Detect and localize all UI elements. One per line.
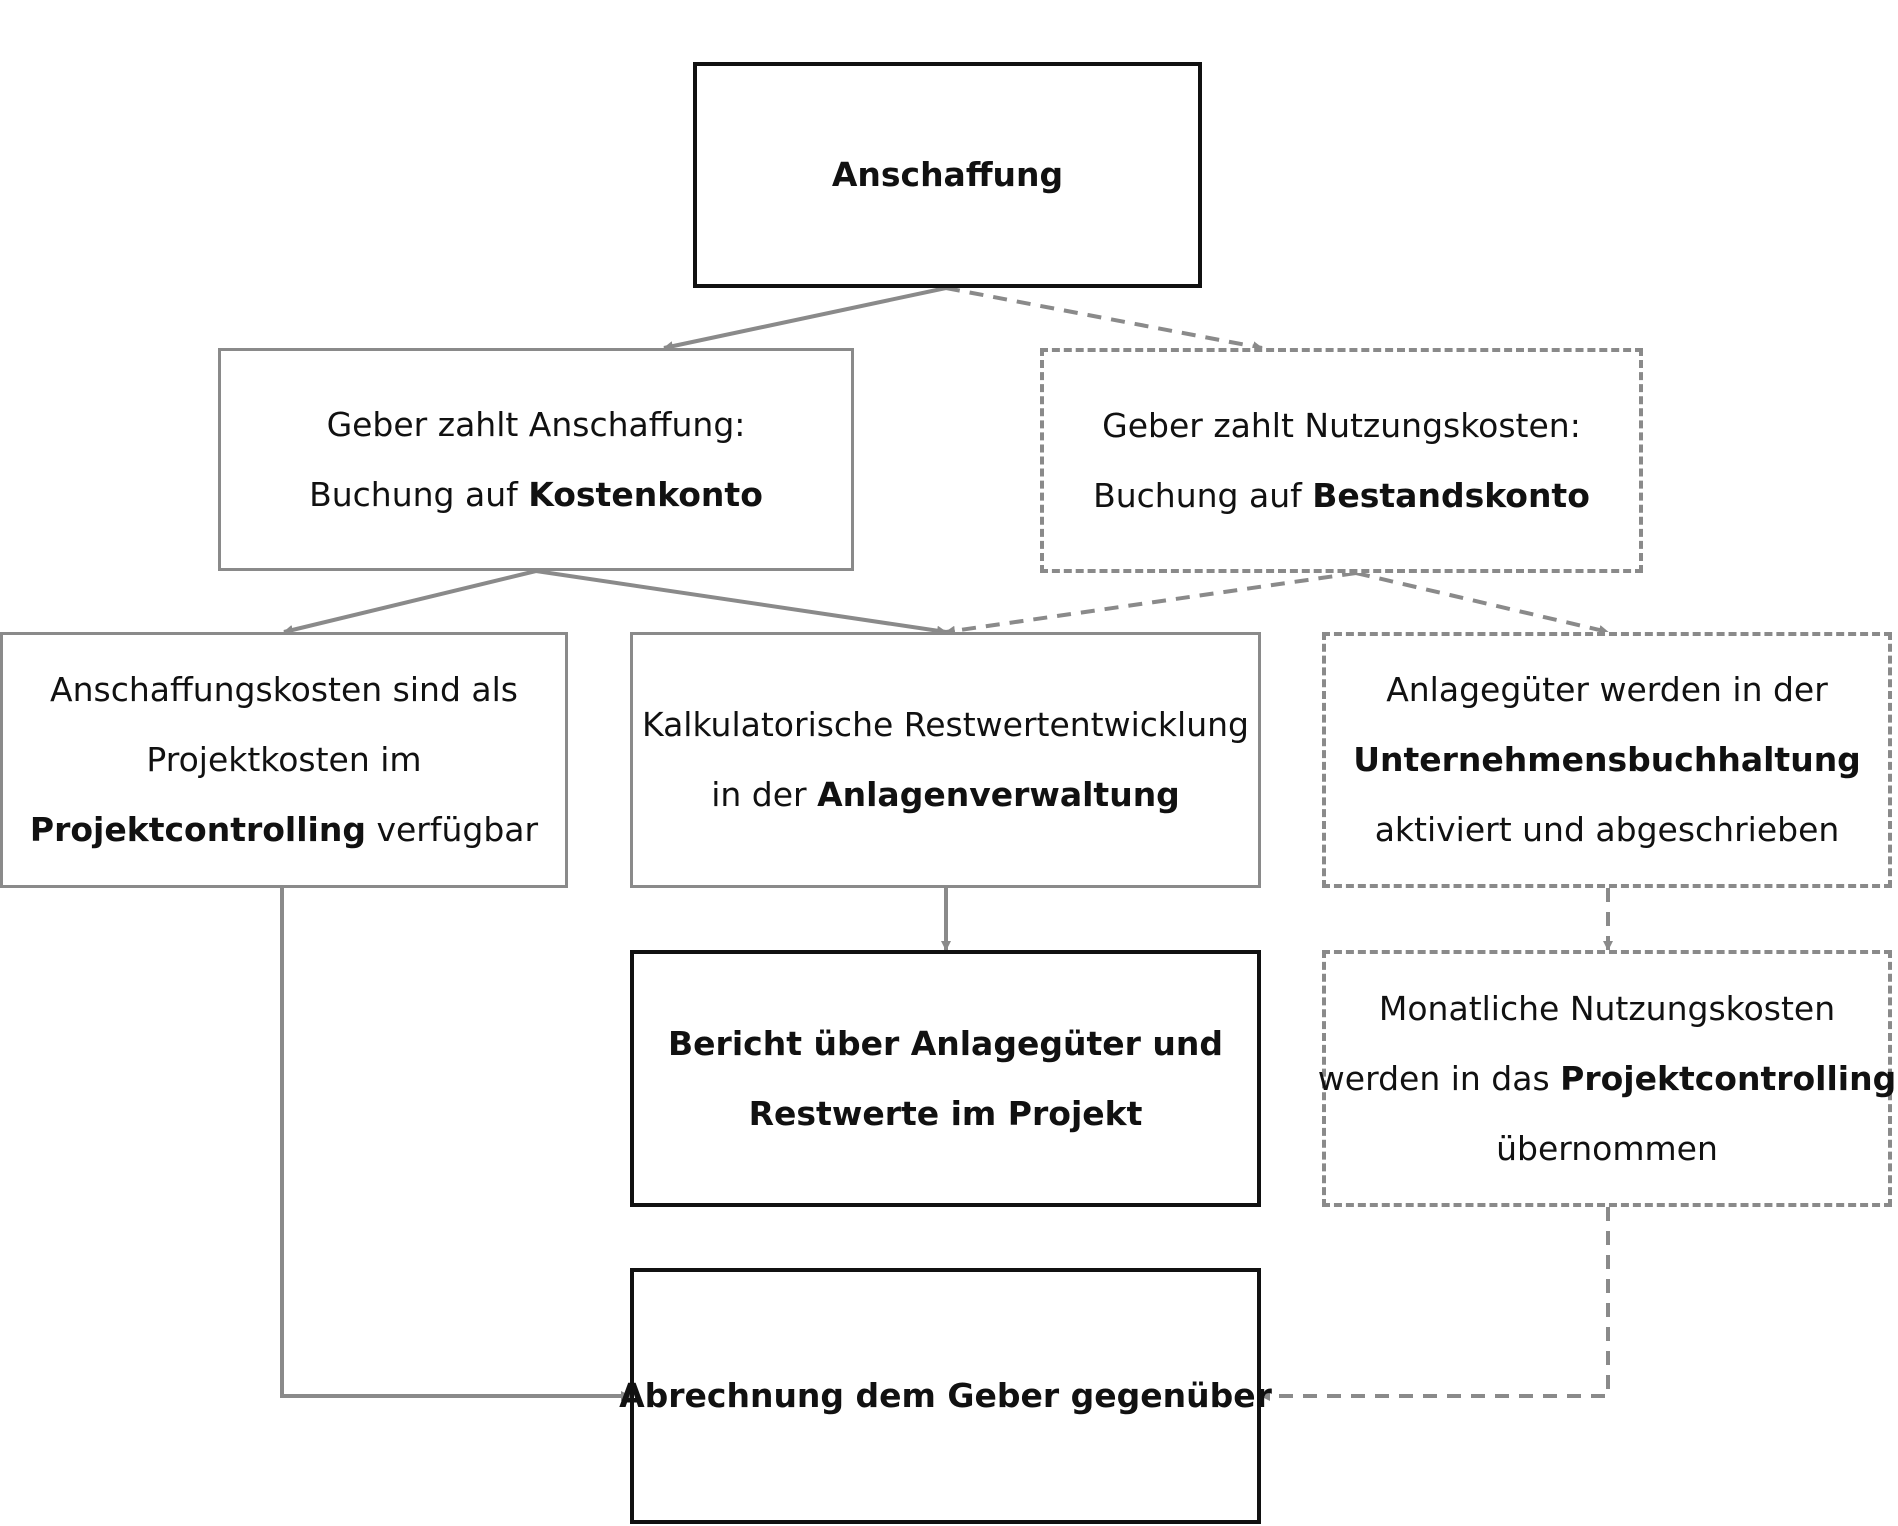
- text-run: Buchung auf: [309, 474, 529, 514]
- node-monatliche-nutzungskosten-text: Monatliche Nutzungskosten werden in das P…: [1318, 974, 1896, 1184]
- node-geber-zahlt-anschaffung-text: Geber zahlt Anschaffung: Buchung auf Kost…: [309, 390, 763, 530]
- arrow-anschaffung-to-geber_anschaffung: [663, 286, 947, 352]
- node-text-line: Abrechnung dem Geber gegenüber: [619, 1361, 1272, 1431]
- arrow-geber_nutzung-to-restwert: [945, 571, 1357, 636]
- text-run: Anschaffungskosten sind als: [50, 670, 518, 709]
- text-run: in der: [711, 775, 818, 814]
- node-text-line: Monatliche Nutzungskosten: [1318, 974, 1896, 1044]
- text-run: Geber zahlt Nutzungskosten:: [1102, 405, 1581, 445]
- node-abrechnung-text: Abrechnung dem Geber gegenüber: [619, 1361, 1272, 1431]
- arrow-geber_nutzung-to-anlagegueter: [1355, 571, 1609, 635]
- node-text-line: Kalkulatorische Restwertentwicklung: [642, 690, 1249, 760]
- bold-text-run: Kostenkonto: [528, 474, 763, 514]
- bold-text-run: Projektcontrolling: [1560, 1058, 1897, 1098]
- node-text-line: Buchung auf Kostenkonto: [309, 460, 763, 530]
- bold-text-run: Bericht über Anlagegüter und: [668, 1023, 1223, 1063]
- text-run: Kalkulatorische Restwertentwicklung: [642, 705, 1249, 744]
- text-run: Anlagegüter werden in der: [1386, 670, 1828, 709]
- text-run: Projektkosten im: [146, 740, 422, 779]
- text-run: Buchung auf: [1093, 475, 1313, 515]
- text-run: Geber zahlt Anschaffung:: [326, 404, 746, 444]
- bold-text-run: Restwerte im Projekt: [748, 1093, 1143, 1133]
- bold-text-run: Anschaffung: [831, 155, 1064, 194]
- node-text-line: Buchung auf Bestandskonto: [1093, 461, 1590, 531]
- arrow-geber_anschaffung-to-restwert: [535, 569, 947, 636]
- bold-text-run: Bestandskonto: [1312, 475, 1590, 515]
- node-restwertentwicklung: Kalkulatorische Restwertentwicklung in de…: [630, 632, 1261, 888]
- node-abrechnung: Abrechnung dem Geber gegenüber: [619, 1268, 1272, 1524]
- text-run: verfügbar: [365, 810, 539, 849]
- node-text-line: aktiviert und abgeschrieben: [1353, 795, 1861, 865]
- arrow-geber_anschaffung-to-anschaffungskosten: [283, 569, 537, 635]
- node-text-line: Restwerte im Projekt: [668, 1079, 1223, 1149]
- node-monatliche-nutzungskosten: Monatliche Nutzungskosten werden in das P…: [1318, 950, 1896, 1207]
- node-geber-zahlt-nutzungskosten-text: Geber zahlt Nutzungskosten: Buchung auf B…: [1093, 391, 1590, 531]
- node-anschaffung: Anschaffung: [693, 62, 1202, 288]
- node-text-line: übernommen: [1318, 1114, 1896, 1184]
- node-text-line: Anlagegüter werden in der: [1353, 655, 1861, 725]
- node-text-line: Anschaffung: [832, 140, 1063, 210]
- arrow-anschaffung-to-geber_nutzung: [945, 286, 1263, 352]
- text-run: übernommen: [1496, 1128, 1718, 1168]
- node-text-line: Projektkosten im: [30, 725, 538, 795]
- node-text-line: Projektcontrolling verfügbar: [30, 795, 538, 865]
- node-text-line: Anschaffungskosten sind als: [30, 655, 538, 725]
- text-run: aktiviert und abgeschrieben: [1374, 810, 1840, 849]
- arrow-anschaffungskosten-to-abrechnung: [280, 888, 631, 1401]
- bold-text-run: Projektcontrolling: [29, 810, 366, 849]
- bold-text-run: Abrechnung dem Geber gegenüber: [619, 1376, 1272, 1415]
- bold-text-run: Unternehmensbuchhaltung: [1353, 740, 1861, 779]
- node-text-line: in der Anlagenverwaltung: [642, 760, 1249, 830]
- node-text-line: Unternehmensbuchhaltung: [1353, 725, 1861, 795]
- node-text-line: Geber zahlt Anschaffung:: [309, 390, 763, 460]
- node-geber-zahlt-nutzungskosten: Geber zahlt Nutzungskosten: Buchung auf B…: [1040, 348, 1643, 573]
- bold-text-run: Anlagenverwaltung: [817, 775, 1180, 814]
- node-restwertentwicklung-text: Kalkulatorische Restwertentwicklung in de…: [642, 690, 1249, 830]
- node-text-line: werden in das Projektcontrolling: [1318, 1044, 1896, 1114]
- node-anschaffung-text: Anschaffung: [832, 140, 1063, 210]
- node-geber-zahlt-anschaffung: Geber zahlt Anschaffung: Buchung auf Kost…: [218, 348, 854, 571]
- node-text-line: Bericht über Anlagegüter und: [668, 1009, 1223, 1079]
- text-run: Monatliche Nutzungskosten: [1378, 988, 1836, 1028]
- node-text-line: Geber zahlt Nutzungskosten:: [1093, 391, 1590, 461]
- text-run: werden in das: [1317, 1058, 1561, 1098]
- arrow-monatlich-to-abrechnung: [1260, 1207, 1610, 1401]
